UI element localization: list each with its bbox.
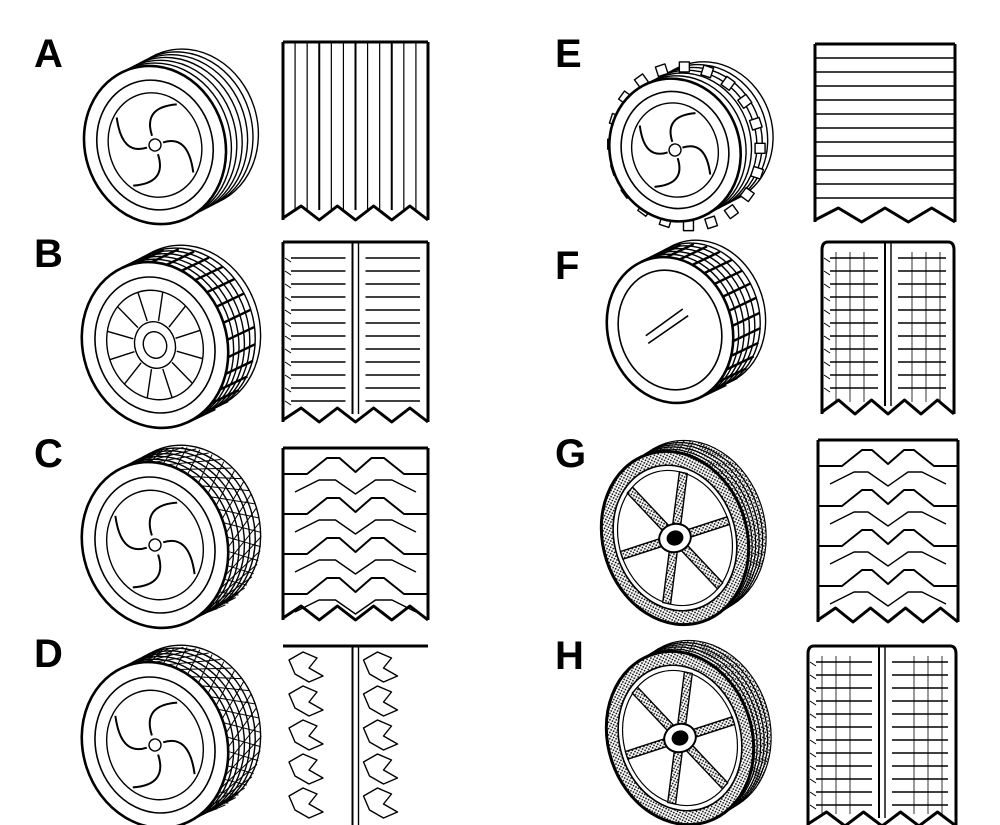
wheel-b <box>80 244 262 430</box>
wheel-c <box>80 444 262 630</box>
tread-f <box>820 240 956 416</box>
wheel-g <box>599 439 767 627</box>
tread-e <box>813 42 957 224</box>
panel-label-c: C <box>34 432 63 476</box>
panel-label-e: E <box>555 32 582 76</box>
panel-label-d: D <box>34 632 63 676</box>
wheel-a <box>82 48 260 226</box>
tread-g <box>816 438 960 624</box>
wheel-h <box>604 639 772 825</box>
tread-c <box>281 446 430 622</box>
wheel-f <box>605 239 767 405</box>
panel-label-f: F <box>555 244 580 288</box>
tread-a <box>281 40 430 222</box>
panel-label-b: B <box>34 232 63 276</box>
tread-h <box>806 644 958 825</box>
tread-b <box>281 240 430 424</box>
panel-label-h: H <box>555 634 584 678</box>
wheel-e <box>607 61 774 232</box>
panel-label-a: A <box>34 32 63 76</box>
tread-d <box>283 644 428 825</box>
wheel-d <box>80 644 262 825</box>
panel-label-g: G <box>555 432 587 476</box>
